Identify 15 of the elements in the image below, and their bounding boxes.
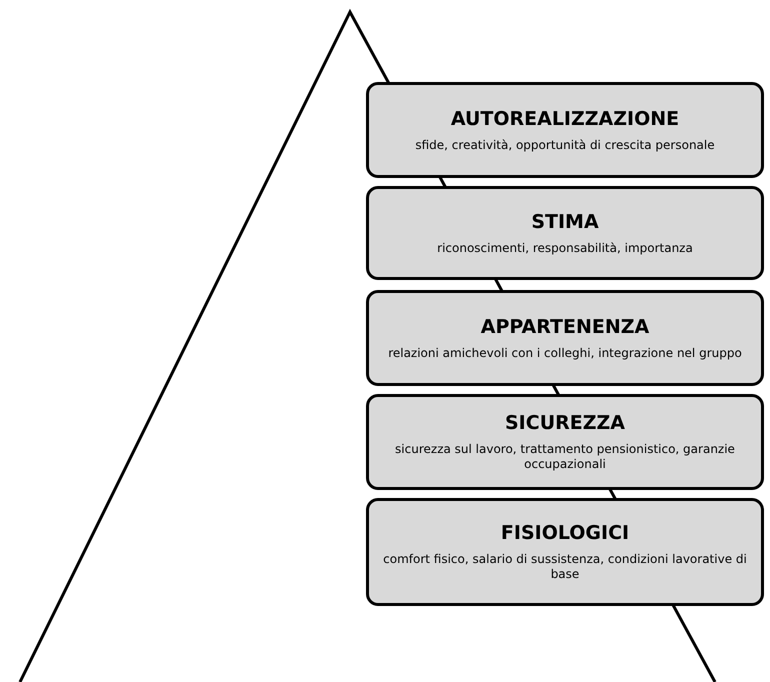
level-box [366, 186, 764, 280]
level-description: sicurezza sul lavoro, trattamento pensionistico, garanzie occupazionali [394, 442, 736, 472]
level-description: relazioni amichevoli con i colleghi, integrazione nel gruppo [388, 346, 742, 360]
level-box [366, 498, 764, 606]
level-box [366, 290, 764, 386]
level-title: APPARTENENZA [480, 316, 650, 338]
level-title: STIMA [531, 210, 599, 232]
level-description: riconoscimenti, responsabilità, importanza [437, 240, 693, 256]
level-description: comfort fisico, salario di sussistenza, condizioni lavorative di base [382, 552, 748, 582]
level-title: SICUREZZA [505, 412, 625, 434]
level-description: sfide, creatività, opportunità di crescita personale [415, 138, 715, 152]
level-title: AUTOREALIZZAZIONE [450, 108, 680, 130]
level-box [366, 82, 764, 178]
level-box [366, 394, 764, 490]
level-title: FISIOLOGICI [500, 522, 630, 544]
